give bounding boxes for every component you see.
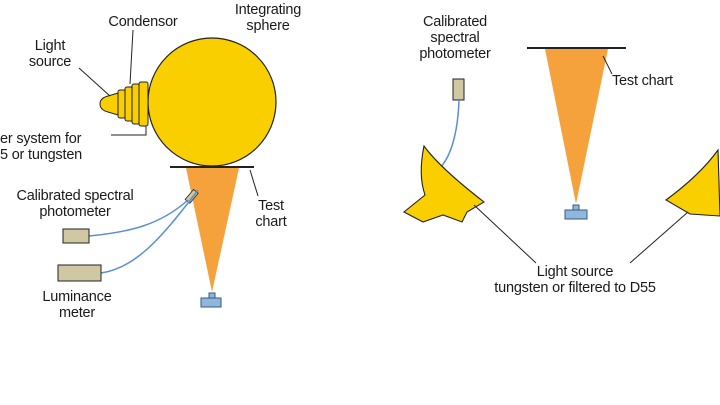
luminance-meter-label: Luminance meter xyxy=(42,289,112,321)
left-detector xyxy=(200,292,222,308)
left-leader-lines xyxy=(78,29,259,197)
left-spectral-photometer-label: Calibrated spectral photometer xyxy=(16,188,134,220)
light-source-lamp xyxy=(99,81,149,127)
left-photometer-device xyxy=(62,228,90,244)
right-light-source-label: Light source tungsten or filtered to D55 xyxy=(494,264,656,296)
right-photometer-device xyxy=(452,78,465,101)
right-photometer-cable xyxy=(439,99,460,169)
filter-system-label: er system for 5 or tungsten xyxy=(0,131,83,163)
right-detector xyxy=(564,204,588,220)
luminance-meter-device xyxy=(57,264,102,282)
photometer-cable xyxy=(88,199,189,237)
right-view-cone xyxy=(545,49,608,204)
luminance-cable xyxy=(100,189,199,274)
left-test-chart-label: Test chart xyxy=(255,198,287,230)
integrating-sphere xyxy=(147,37,277,167)
right-lamp-right xyxy=(664,148,720,217)
integrating-sphere-label: Integrating sphere xyxy=(234,2,302,34)
left-view-cone xyxy=(186,168,239,292)
light-source-label: Light source xyxy=(28,38,72,70)
right-lamp-left xyxy=(403,144,485,223)
right-spectral-photometer-label: Calibrated spectral photometer xyxy=(419,14,491,62)
condenser-label: Condensor xyxy=(108,14,178,30)
right-test-chart-label: Test chart xyxy=(612,73,673,89)
right-leader-lines xyxy=(473,55,689,264)
